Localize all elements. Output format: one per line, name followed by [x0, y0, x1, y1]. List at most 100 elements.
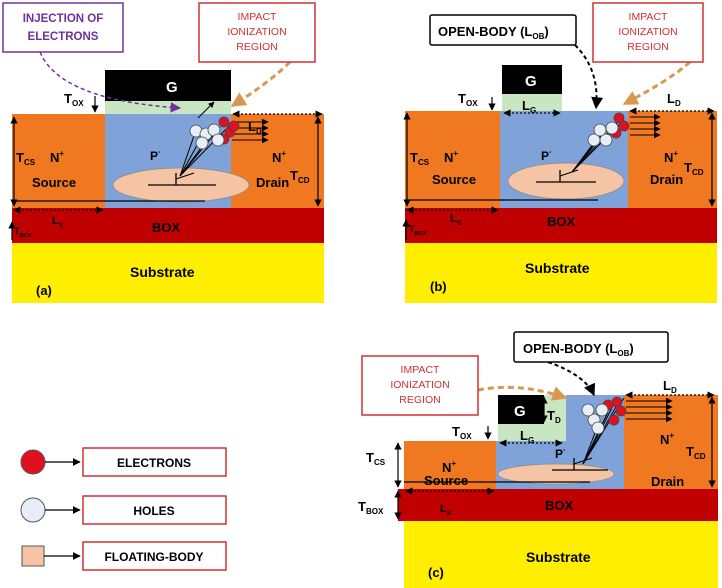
svg-text:HOLES: HOLES	[133, 504, 174, 518]
floating-body	[507, 162, 625, 200]
ld-label: LD	[663, 378, 677, 395]
tcd-label: TCD	[290, 168, 310, 185]
open-body-callout-c: OPEN-BODY (LOB)	[513, 331, 669, 363]
gate-oxide	[105, 101, 231, 114]
svg-text:ELECTRONS: ELECTRONS	[117, 456, 191, 470]
n-plus-label: N+	[442, 459, 456, 475]
tox-label: TOX	[64, 91, 84, 108]
box-label: BOX	[545, 498, 574, 513]
dimension-line	[573, 457, 593, 465]
tox-label: TOX	[458, 91, 478, 108]
svg-text:REGION: REGION	[399, 394, 440, 406]
svg-text:IMPACT: IMPACT	[401, 364, 440, 376]
gate-side-oxide	[544, 395, 566, 424]
panel-tag: (a)	[36, 283, 52, 298]
svg-text:FLOATING-BODY: FLOATING-BODY	[104, 550, 203, 564]
open-body-callout-b: OPEN-BODY (LOB)	[429, 14, 577, 46]
tcs-label: TCS	[410, 150, 430, 167]
hole-icon	[20, 497, 46, 523]
dimension-line	[179, 124, 231, 177]
floating-body	[497, 463, 615, 485]
carriers	[39, 44, 692, 465]
panel-c	[398, 395, 718, 588]
ls-label: LS	[450, 213, 462, 227]
substrate	[12, 243, 324, 303]
callout-leader	[477, 385, 568, 401]
hole-icon	[605, 121, 619, 135]
gate-label: G	[525, 73, 537, 90]
dimension-lines	[8, 96, 716, 520]
svg-text:OPEN-BODY (LOB): OPEN-BODY (LOB)	[523, 341, 634, 358]
svg-text:IONIZATION: IONIZATION	[390, 379, 449, 391]
impact-callout-c: IMPACT IONIZATION REGION	[361, 355, 479, 416]
drain-label: Drain	[256, 175, 289, 190]
source-label: Source	[432, 172, 476, 187]
gate-oxide	[502, 94, 562, 111]
tcs-label: TCS	[16, 150, 36, 167]
svg-text:REGION: REGION	[627, 41, 668, 53]
source-region	[12, 114, 105, 208]
box-label: BOX	[547, 214, 576, 229]
tbox-label: TBOX	[14, 226, 32, 239]
box-label: BOX	[152, 220, 181, 235]
gate-label: G	[166, 79, 178, 96]
substrate-label: Substrate	[130, 264, 195, 280]
electron-icon	[20, 449, 46, 475]
hole-icon	[595, 403, 609, 417]
tcd-label: TCD	[686, 444, 706, 461]
lg-label: LG	[520, 428, 534, 445]
impact-callout-a: IMPACT IONIZATION REGION	[198, 2, 316, 63]
source-region	[404, 441, 496, 489]
box-layer	[12, 208, 324, 243]
ld-label: LD	[248, 119, 262, 136]
svg-text:OPEN-BODY (LOB): OPEN-BODY (LOB)	[438, 24, 549, 41]
injection-callout: INJECTION OF ELECTRONS	[2, 2, 124, 53]
electron-icon	[611, 396, 623, 408]
substrate-label: Substrate	[525, 260, 590, 276]
svg-text:ELECTRONS: ELECTRONS	[28, 31, 99, 43]
drain-region	[231, 114, 324, 208]
p-minus-label: P-	[150, 147, 161, 163]
td-label: TD	[547, 408, 561, 425]
svg-text:IMPACT: IMPACT	[629, 11, 668, 23]
svg-text:REGION: REGION	[236, 41, 277, 53]
svg-text:IONIZATION: IONIZATION	[618, 26, 677, 38]
hole-icon	[591, 421, 605, 435]
tbox-label: TBOX	[409, 224, 427, 237]
gate	[502, 65, 562, 94]
lg-label: LG	[522, 98, 536, 115]
dimension-line	[175, 172, 195, 180]
n-plus-label: N+	[664, 149, 678, 165]
hole-icon	[581, 403, 595, 417]
hole-icon	[599, 133, 613, 147]
source-label: Source	[424, 473, 468, 488]
tox-label: TOX	[452, 424, 472, 441]
impact-callout-b: IMPACT IONIZATION REGION	[592, 2, 704, 63]
tcd-label: TCD	[684, 160, 704, 177]
n-plus-label: N+	[50, 149, 64, 165]
box-layer	[405, 208, 717, 243]
electron-icon	[618, 120, 630, 132]
gate	[105, 70, 231, 101]
electron-icon	[608, 414, 620, 426]
gate-oxide	[498, 424, 566, 441]
electron-icon	[615, 405, 627, 417]
hole-icon	[593, 123, 607, 137]
svg-text:INJECTION OF: INJECTION OF	[23, 13, 104, 25]
substrate-label: Substrate	[526, 549, 591, 565]
ls-label: LS	[440, 503, 452, 517]
dimension-line	[179, 129, 197, 177]
substrate	[404, 521, 718, 588]
tcs-label: TCS	[366, 450, 386, 467]
n-plus-label: N+	[444, 149, 458, 165]
electron-icon	[228, 120, 240, 132]
drain-region	[628, 111, 717, 208]
tbox-label: TBOX	[358, 499, 384, 516]
drain-label: Drain	[651, 474, 684, 489]
callout-leader	[547, 361, 596, 397]
callout-leader	[230, 60, 292, 108]
ld-label: LD	[667, 91, 681, 108]
n-plus-label: N+	[272, 149, 286, 165]
p-minus-label: P-	[555, 445, 566, 461]
